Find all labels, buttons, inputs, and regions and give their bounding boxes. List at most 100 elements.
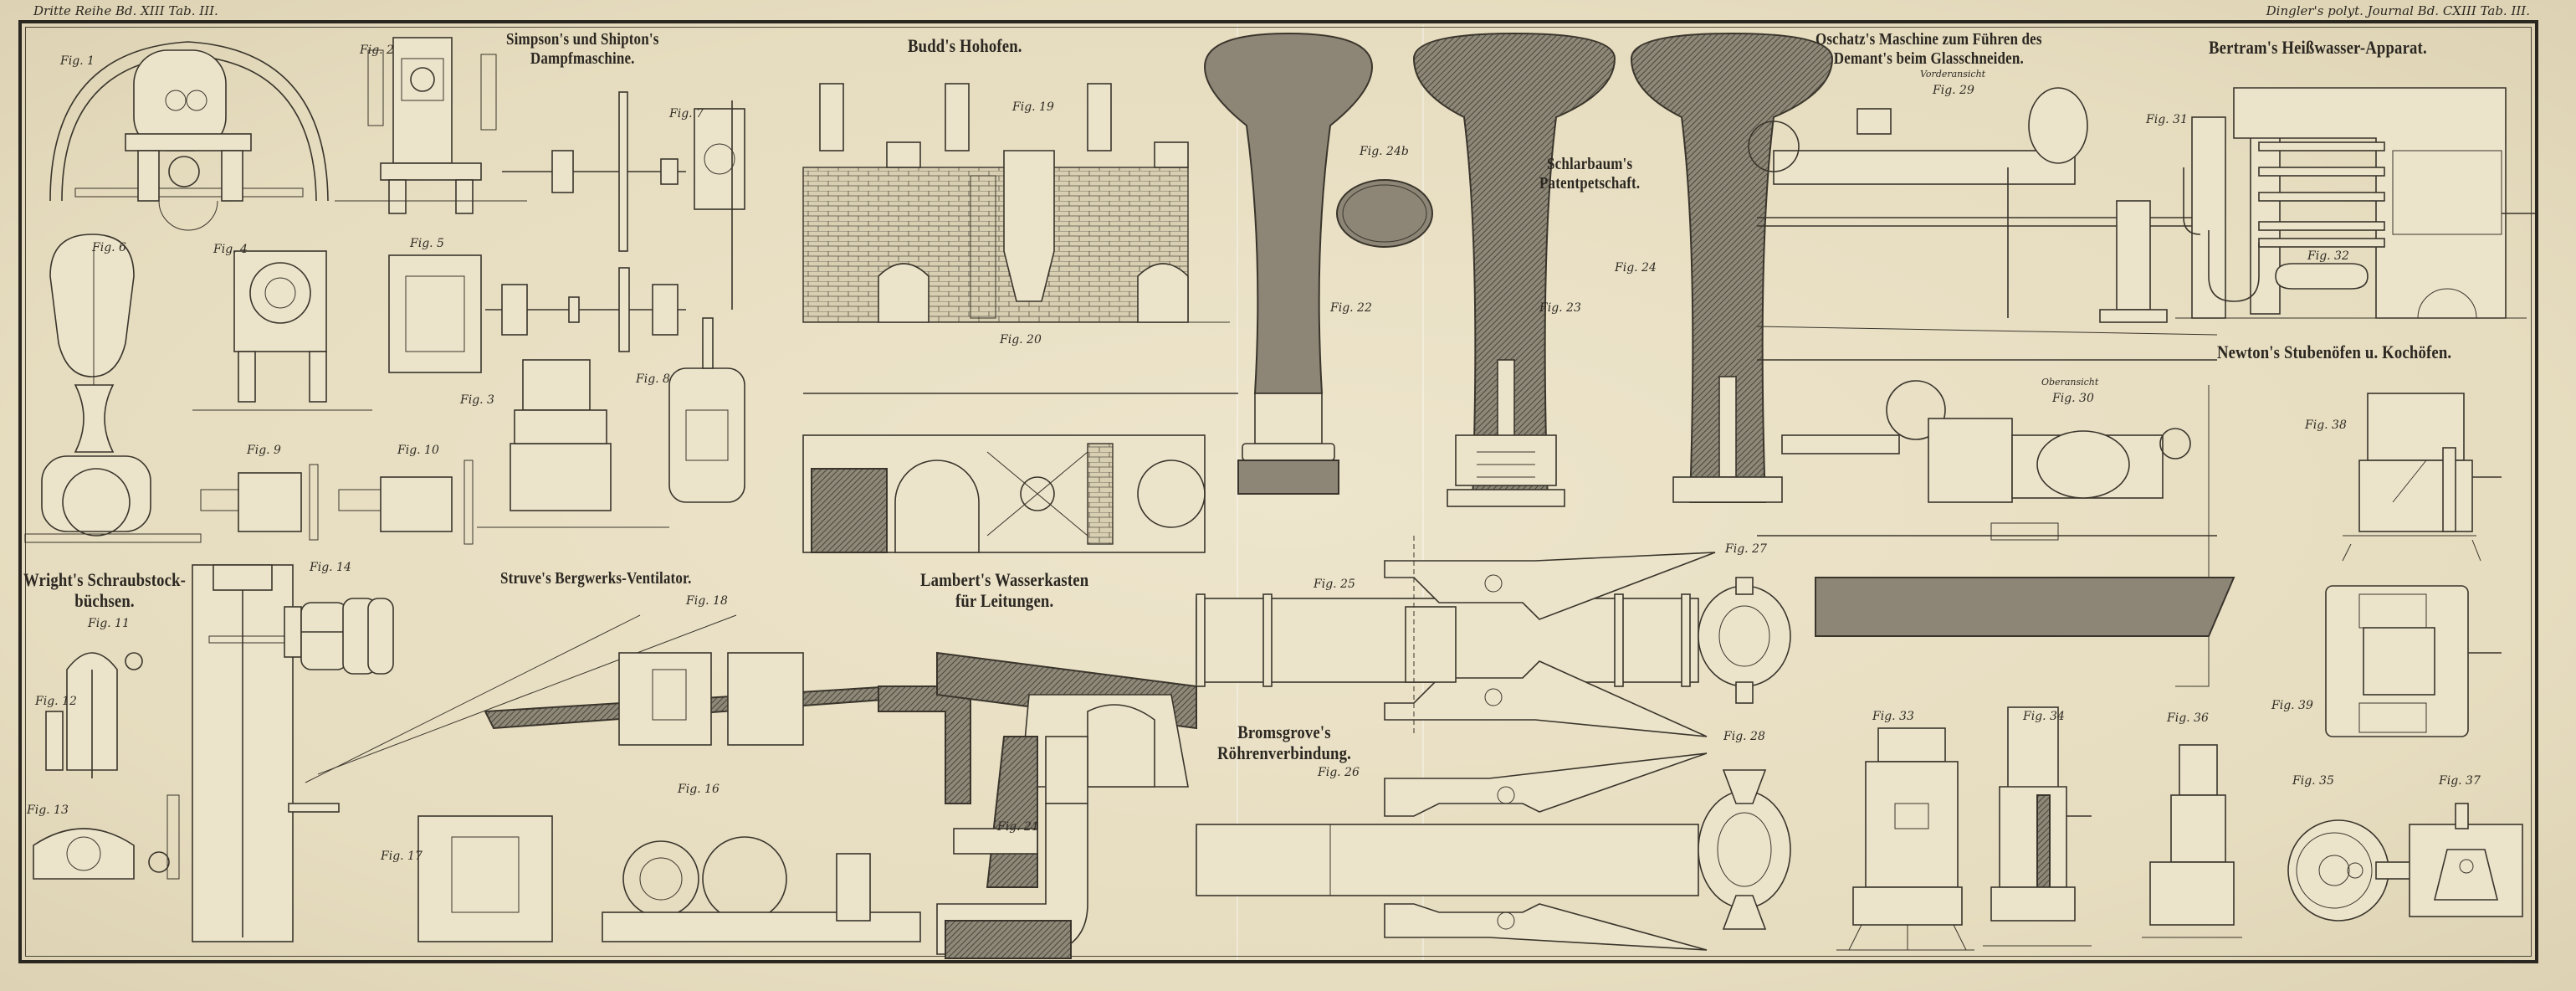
section-title-simpson: Simpson's und Shipton's Dampfmaschine. (506, 30, 659, 69)
fig-label: Fig. 3 (460, 393, 494, 407)
fig-label: Fig. 28 (1723, 730, 1765, 743)
fig-label: Fig. 16 (678, 783, 720, 796)
fig11-13-vice (33, 652, 180, 880)
fig24-seal-section (1630, 32, 1834, 503)
title-line: Patentpetschaft. (1539, 174, 1641, 193)
fig-label: Fig. 23 (1539, 301, 1581, 315)
fig35-stove-plan (2287, 819, 2419, 922)
fig-label: Fig. 27 (1725, 542, 1767, 556)
title-line: Lambert's Wasserkasten (920, 569, 1089, 590)
fig-label: Fig. 19 (1012, 100, 1054, 114)
section-title-budd: Budd's Hohofen. (908, 35, 1022, 56)
fig19-blast-furnace (802, 83, 1230, 323)
fig-label: Fig. 26 (1318, 766, 1360, 779)
fig-label: Fig. 1 (60, 54, 95, 68)
title-line: Röhrenverbindung. (1217, 742, 1351, 764)
oschatz-table-edge (1815, 385, 2235, 687)
fig37-stove-plan (2409, 803, 2523, 917)
fig-label: Fig. 4 (213, 243, 248, 256)
fig-label: Fig. 12 (35, 695, 77, 708)
fig30-glass-cutter-top (1757, 380, 2217, 541)
fig-label: Fig. 24 (1615, 261, 1657, 275)
fig21-water-box (936, 651, 1197, 959)
fig2-engine-front (335, 37, 527, 214)
section-title-schlarbaum: Schlarbaum's Patentpetschaft. (1539, 155, 1640, 193)
fig15-18-mine-ventilator (305, 614, 971, 942)
fig-label: Fig. 6 (92, 241, 126, 254)
fig-label: Fig. 17 (381, 850, 423, 863)
fig39-stove-plan (2325, 585, 2502, 737)
fig-label: Fig. 30 (2052, 392, 2094, 405)
fig24b-seal-impression (1336, 179, 1433, 248)
section-title-newton: Newton's Stubenöfen u. Kochöfen. (2217, 341, 2451, 362)
fig-label: Fig. 29 (1933, 84, 1974, 97)
fig-label: Fig. 34 (2023, 710, 2065, 723)
fig-label: Fig. 2 (360, 44, 394, 57)
fig28-flange-side (1698, 769, 1791, 930)
fig-label: Fig. 39 (2271, 699, 2313, 712)
fig14-screw-mechanism (192, 564, 394, 942)
fig34-stove-section (1983, 706, 2092, 947)
fig-label: Fig. 38 (2305, 418, 2347, 432)
fig-label: Fig. 21 (997, 820, 1039, 834)
fig29-glass-cutter-front (1748, 87, 2218, 361)
title-line: Struve's Bergwerks-Ventilator. (500, 569, 692, 588)
title-line: Demant's beim Glasschneiden. (1833, 49, 2024, 68)
title-line: Simpson's und Shipton's (506, 30, 659, 49)
plate-border-inner (25, 27, 2532, 957)
fig33-round-stove (1836, 727, 1974, 951)
title-line: Bromsgrove's (1237, 721, 1331, 742)
fig27-flange (1698, 577, 1791, 704)
fig26-pipe-section (1196, 752, 1708, 951)
fig-label: Fig. 35 (2292, 774, 2334, 788)
fig-label: Fig. 13 (27, 804, 69, 817)
title-line: Budd's Hohofen. (908, 35, 1022, 56)
plate-header-left: Dritte Reihe Bd. XIII Tab. III. (33, 3, 218, 18)
fig-label: Fig. 8 (636, 372, 670, 386)
section-title-lambert: Lambert's Wasserkasten für Leitungen. (920, 569, 1088, 612)
title-line: Newton's Stubenöfen u. Kochöfen. (2217, 341, 2452, 362)
fig-label: Fig. 36 (2167, 711, 2209, 725)
section-title-struve: Struve's Bergwerks-Ventilator. (500, 569, 692, 588)
fig-label: Fig. 37 (2439, 774, 2481, 788)
section-title-oschatz: Oschatz's Maschine zum Führen des Demant… (1815, 30, 2042, 69)
fig-label: Fig. 20 (1000, 333, 1042, 347)
title-line: Wright's Schraubstock- (23, 569, 187, 590)
fig-label: Fig. 25 (1314, 578, 1355, 591)
fig38-stove-section (2342, 393, 2502, 562)
fig6-governor (24, 234, 202, 543)
fig-label: Fig. 33 (1872, 710, 1914, 723)
subtitle-top-view: Oberansicht (2041, 377, 2099, 388)
title-line: Bertram's Heißwasser-Apparat. (2209, 37, 2427, 58)
subtitle-front-view: Vorderansicht (1920, 69, 1986, 80)
fig-label: Fig. 10 (397, 444, 439, 457)
fig36-stove-section (2142, 744, 2242, 938)
fig25-pipe-joint (1196, 536, 1716, 737)
fig-label: Fig. 5 (410, 237, 444, 250)
fig4-engine (192, 250, 372, 411)
fig7-shaft (502, 91, 745, 310)
fig-label: Fig. 7 (669, 107, 704, 121)
section-title-bertram: Bertram's Heißwasser-Apparat. (2209, 37, 2427, 58)
fig-label: Fig. 18 (686, 594, 728, 608)
plate-border-outer (18, 20, 2538, 963)
fig-label: Fig. 9 (247, 444, 281, 457)
title-line: Oschatz's Maschine zum Führen des (1815, 30, 2042, 49)
title-line: büchsen. (74, 590, 135, 612)
fig8-valve (668, 317, 745, 503)
fig9-fig10-couplings (200, 460, 474, 545)
section-title-bromsgrove: Bromsgrove's Röhrenverbindung. (1217, 721, 1351, 764)
title-line: für Leitungen. (955, 590, 1054, 612)
fig22-seal-handle (1203, 32, 1374, 495)
title-line: Dampfmaschine. (530, 49, 635, 68)
fold-line (1422, 25, 1424, 963)
fig20-furnace-plan (802, 393, 1238, 553)
fig23-seal-section (1412, 32, 1616, 507)
fig-label: Fig. 24b (1360, 145, 1409, 158)
fig5-fig3-engine (388, 254, 686, 528)
title-line: Schlarbaum's (1547, 155, 1633, 173)
fig1-steam-engine (49, 41, 329, 231)
fig-label: Fig. 14 (310, 561, 351, 574)
